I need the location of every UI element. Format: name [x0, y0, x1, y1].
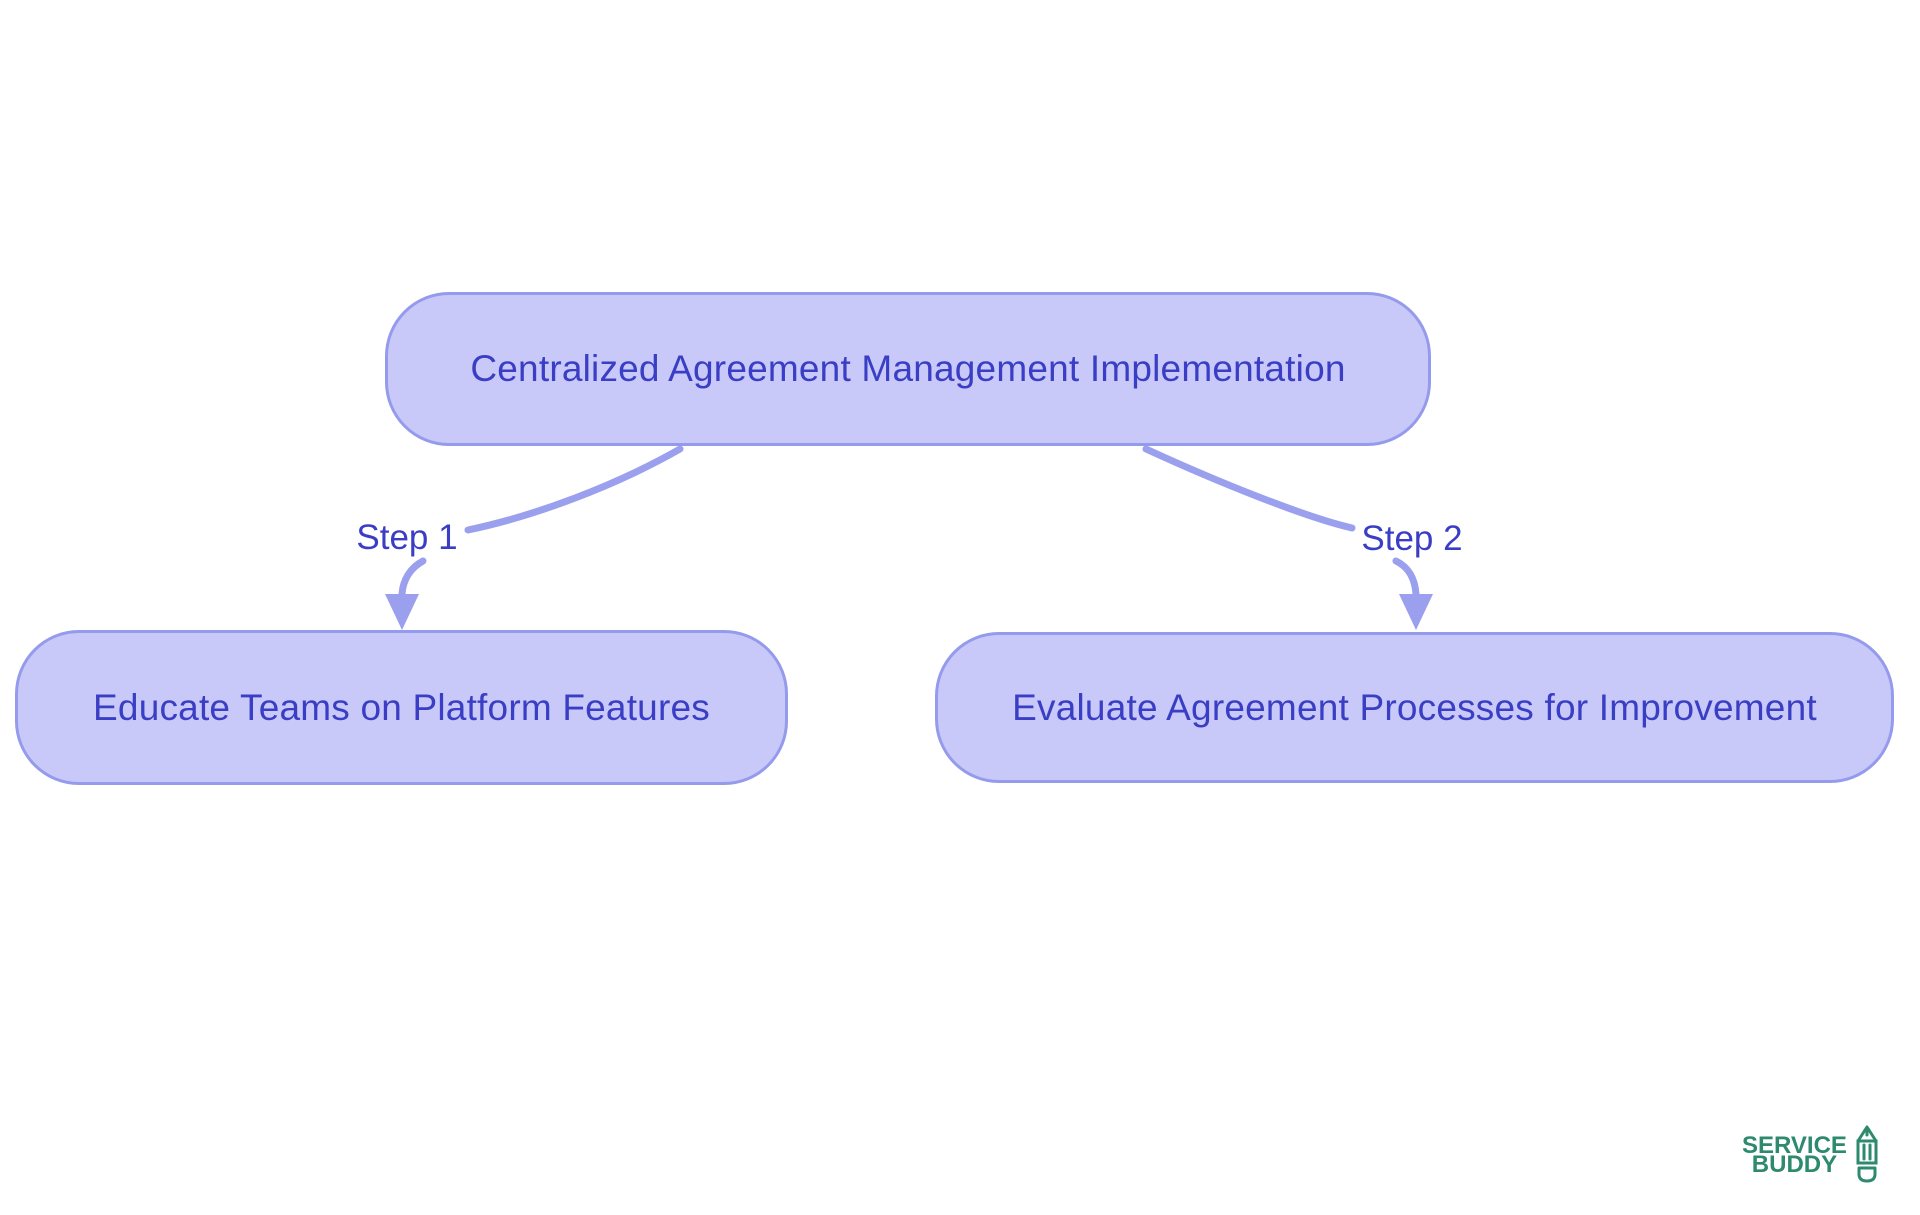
edge-step1-curve: [398, 557, 427, 598]
servicebuddy-logo: SERVICE BUDDY: [1742, 1124, 1880, 1186]
servicebuddy-logo-text: SERVICE BUDDY: [1742, 1124, 1847, 1178]
node-educate-teams: Educate Teams on Platform Features: [15, 630, 788, 785]
logo-line1: SERVICE: [1742, 1132, 1847, 1159]
logo-line2: BUDDY: [1751, 1151, 1838, 1178]
node-root-label: Centralized Agreement Management Impleme…: [470, 348, 1346, 389]
edge-step1-arrowhead-icon: [385, 594, 419, 630]
edge-step1-line: [464, 445, 684, 534]
node-evaluate-agreement-processes: Evaluate Agreement Processes for Improve…: [935, 632, 1894, 783]
edge-label-step-2: Step 2: [1361, 519, 1463, 558]
edge-step2-arrowhead-icon: [1399, 594, 1433, 630]
node-step2-label: Evaluate Agreement Processes for Improve…: [1012, 686, 1817, 728]
edge-step2-curve: [1392, 557, 1420, 598]
node-centralized-agreement-management: Centralized Agreement Management Impleme…: [385, 292, 1431, 446]
edge-step2-line: [1142, 445, 1356, 532]
node-step1-label: Educate Teams on Platform Features: [93, 686, 710, 728]
pencil-icon: [1856, 1125, 1878, 1183]
edge-label-step-1: Step 1: [356, 518, 458, 557]
